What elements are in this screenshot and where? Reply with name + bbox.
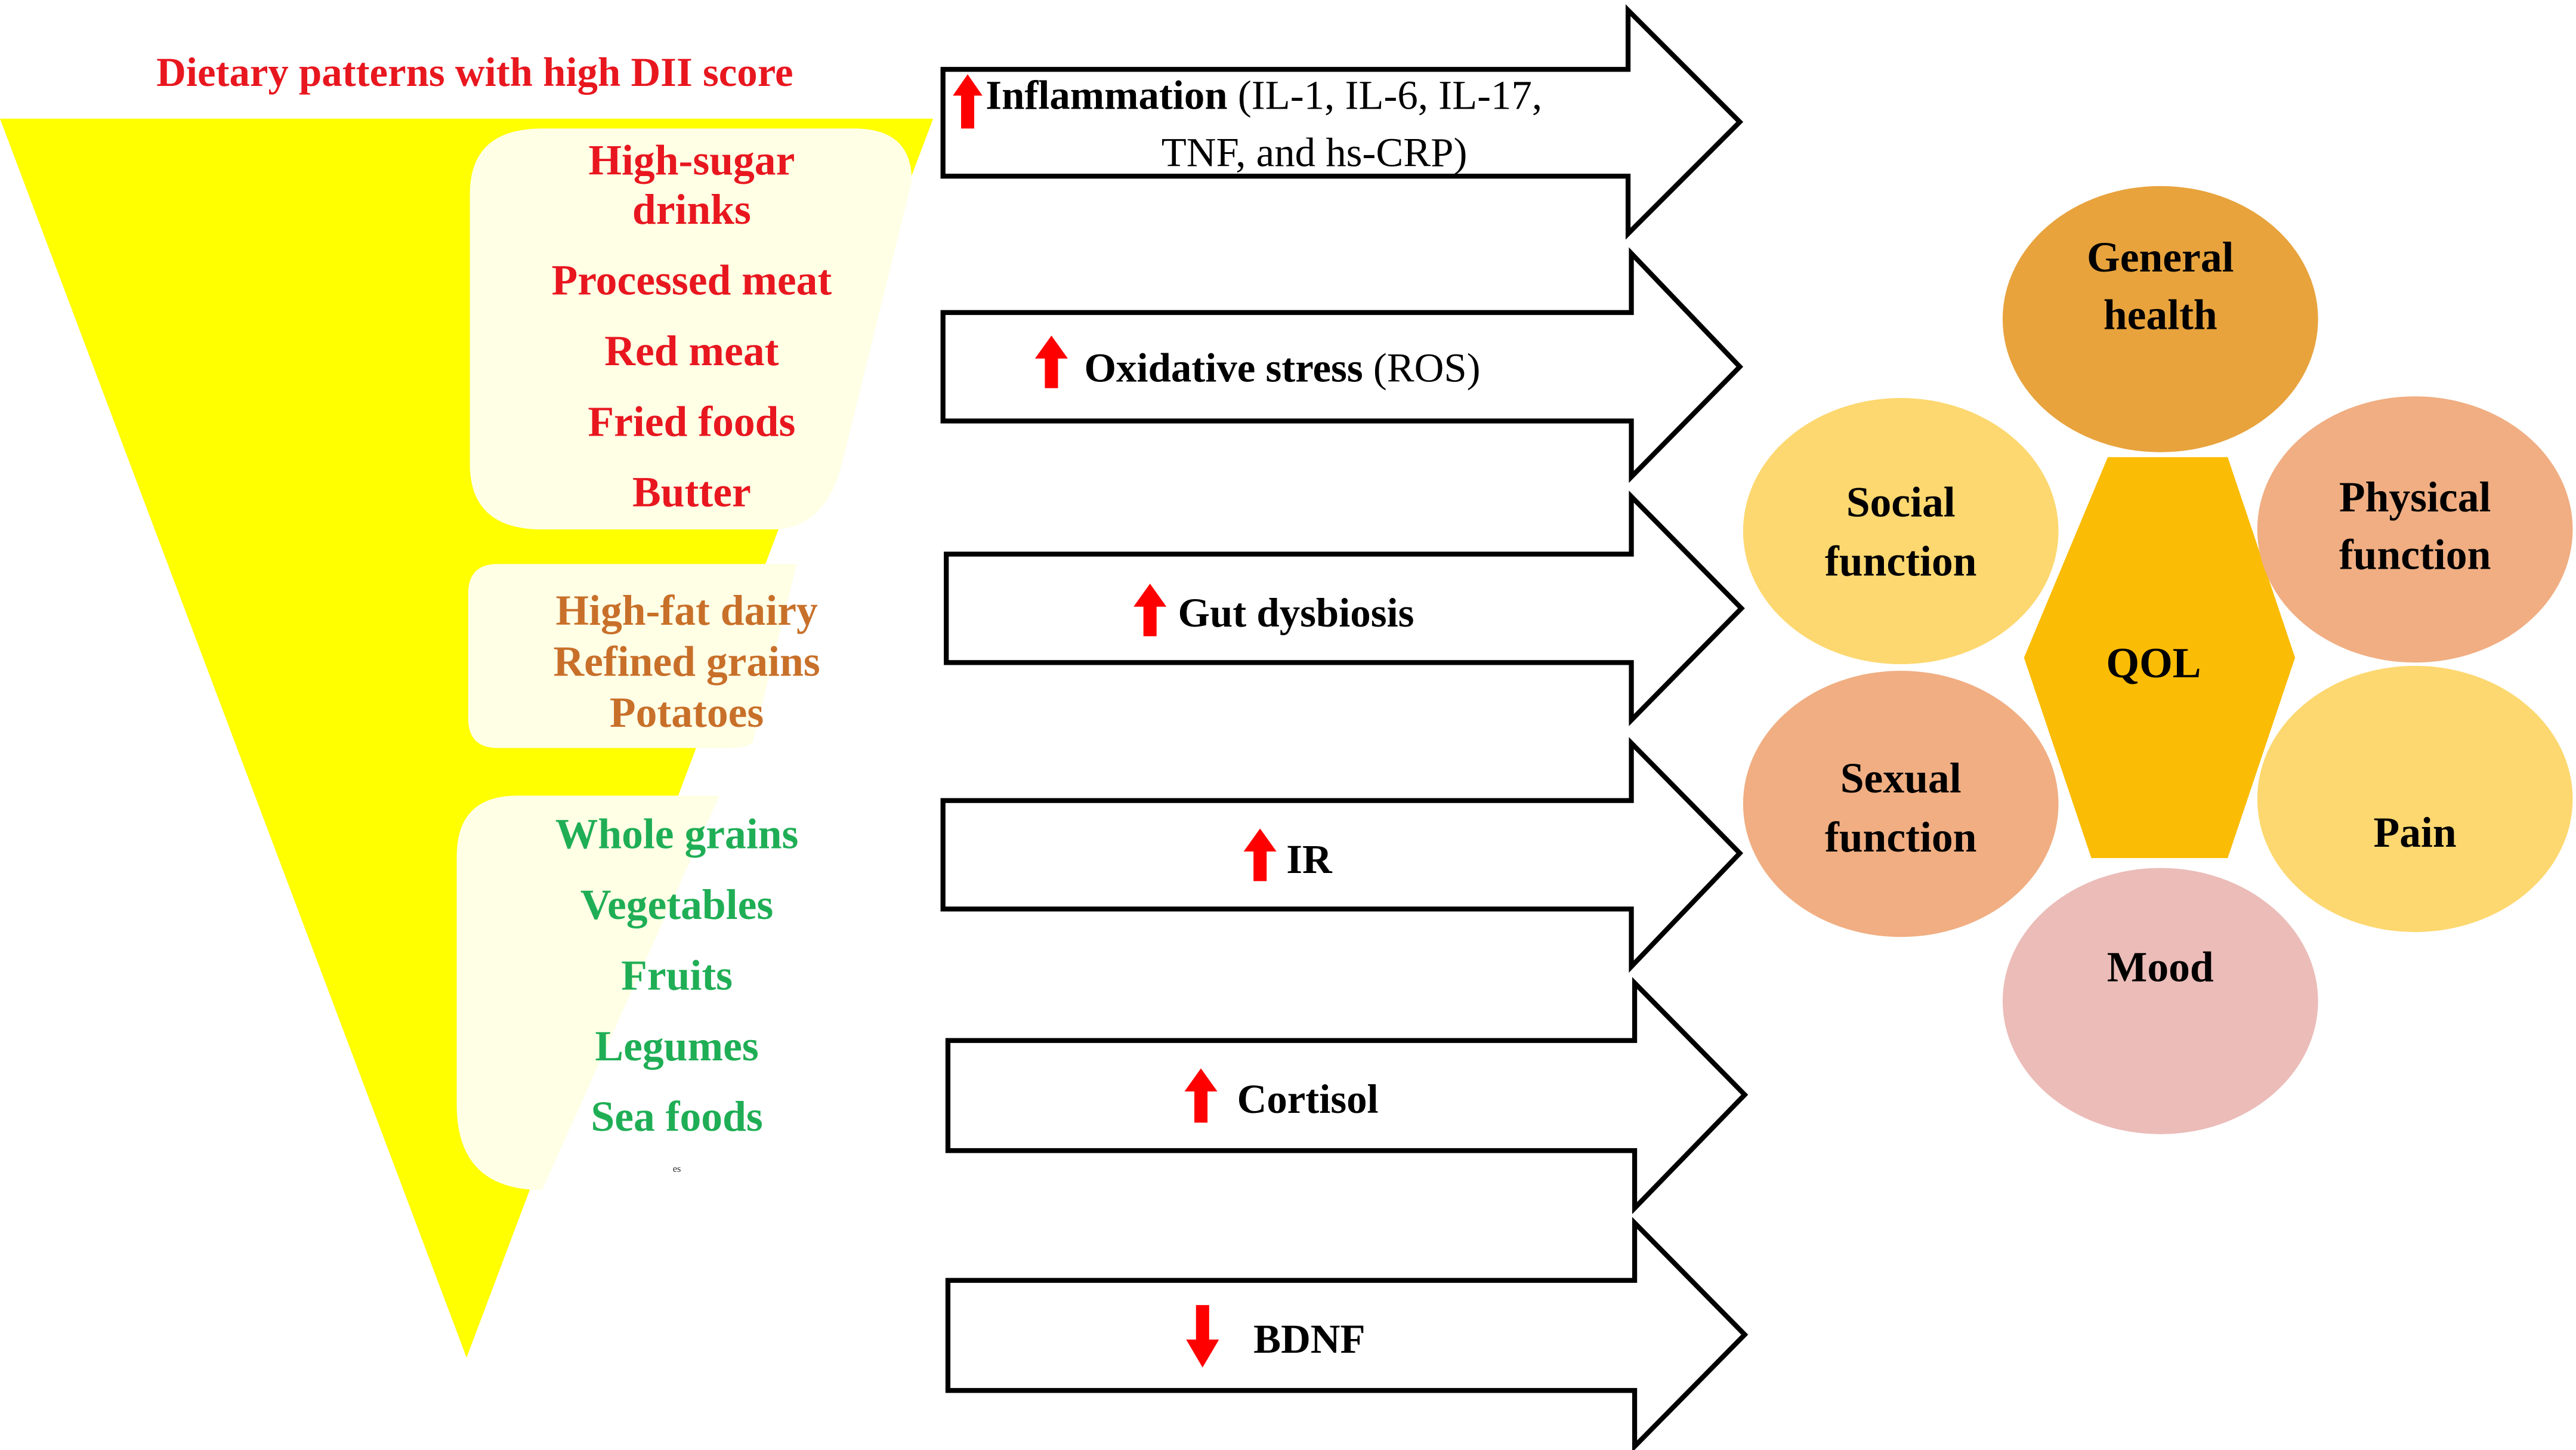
circle-social-function [1743, 397, 2059, 665]
label-physical-function-2: function [2339, 531, 2491, 578]
label-physical-function-1: Physical [2339, 474, 2491, 521]
arrow-oxidative-stress [940, 247, 1744, 483]
food-high-sugar-drinks-line2: drinks [632, 186, 751, 233]
label-oxidative-stress-detail: (ROS) [1363, 345, 1481, 390]
label-gut-dysbiosis: Gut dysbiosis [1178, 590, 1414, 635]
food-refined-grains: Refined grains [553, 638, 820, 685]
food-whole-grains: Whole grains [555, 811, 799, 858]
label-oxidative-stress-name: Oxidative stress [1085, 345, 1363, 390]
label-cortisol: Cortisol [1237, 1076, 1379, 1122]
medium-dii-foods: High-fat dairy Refined grains Potatoes [553, 587, 820, 736]
up-arrow-icon [1034, 335, 1068, 388]
low-dii-panel [456, 795, 720, 1190]
arrow-inflammation [940, 4, 1744, 240]
up-arrow-icon [1243, 828, 1277, 881]
arrow-ir [940, 737, 1744, 973]
circle-physical-function [2257, 396, 2573, 663]
low-dii-foods: Whole grains Vegetables Fruits Legumes S… [555, 811, 799, 1141]
label-oxidative-stress: Oxidative stress (ROS) [1085, 345, 1481, 390]
food-sea-foods: Sea foods [591, 1093, 762, 1140]
label-social-function-2: function [1825, 538, 1977, 585]
food-potatoes: Potatoes [610, 689, 764, 736]
arrow-cortisol [945, 977, 1749, 1214]
arrow-bdnf [945, 1217, 1749, 1450]
label-inflammation-name: Inflammation [986, 72, 1227, 118]
label-pain: Pain [2374, 809, 2457, 856]
arrow-gut-dysbiosis [944, 490, 1745, 726]
label-qol: QOL [2106, 640, 2201, 687]
label-sexual-function-1: Sexual [1840, 755, 1962, 802]
food-fried-foods: Fried foods [588, 398, 795, 445]
label-mood: Mood [2107, 944, 2214, 991]
up-arrow-icon [953, 74, 983, 129]
label-general-health-1: General [2087, 234, 2234, 281]
food-high-sugar-drinks-line1: High-sugar [588, 137, 795, 184]
tiny-mark: es [673, 1163, 681, 1174]
down-arrow-icon [1186, 1305, 1219, 1368]
diagram-title: Dietary patterns with high DII score [156, 50, 793, 95]
up-arrow-icon [1184, 1068, 1218, 1123]
circle-mood [2002, 868, 2318, 1134]
food-high-fat-dairy: High-fat dairy [555, 587, 818, 634]
label-ir: IR [1286, 837, 1333, 882]
medium-dii-panel [468, 564, 797, 748]
circle-sexual-function [1743, 671, 2059, 937]
label-inflammation-detail2: TNF, and hs-CRP) [1162, 130, 1468, 175]
label-bdnf: BDNF [1253, 1316, 1365, 1362]
food-fruits: Fruits [621, 952, 733, 999]
food-processed-meat: Processed meat [551, 257, 832, 304]
high-dii-panel [470, 128, 912, 530]
circle-general-health [2002, 186, 2318, 452]
label-inflammation-detail1: (IL-1, IL-6, IL-17, [1228, 72, 1542, 118]
food-butter: Butter [632, 469, 751, 516]
food-red-meat: Red meat [604, 328, 779, 375]
label-inflammation: Inflammation (IL-1, IL-6, IL-17, [986, 72, 1542, 118]
label-sexual-function-2: function [1825, 814, 1977, 861]
label-social-function-1: Social [1846, 479, 1956, 526]
up-arrow-icon [1133, 584, 1167, 637]
high-dii-foods: High-sugar drinks Processed meat Red mea… [551, 137, 832, 516]
label-general-health-2: health [2104, 291, 2217, 338]
food-legumes: Legumes [595, 1023, 758, 1070]
food-vegetables: Vegetables [580, 881, 773, 928]
circle-pain [2257, 665, 2573, 932]
qol-hexagon [2024, 457, 2296, 859]
